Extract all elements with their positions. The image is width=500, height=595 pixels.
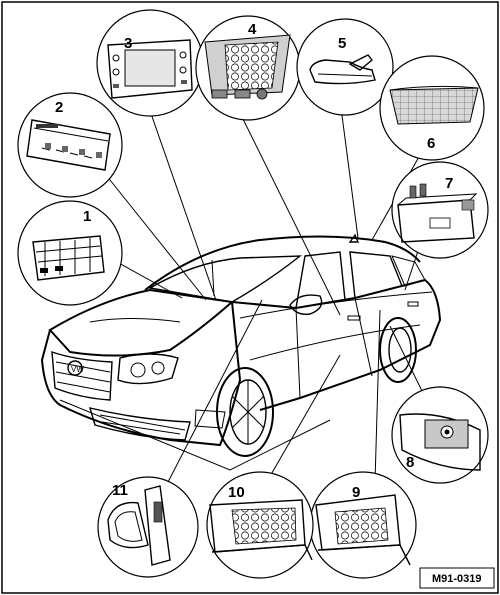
detail-circle-3 <box>96 9 204 117</box>
callout-1: 1 <box>83 208 91 225</box>
figure-reference: M91-0319 <box>432 573 482 585</box>
detail-circle-8 <box>391 386 489 484</box>
callout-7: 7 <box>445 175 453 192</box>
callout-5: 5 <box>338 35 346 52</box>
callout-8: 8 <box>406 454 414 471</box>
detail-circle-11 <box>97 476 199 578</box>
detail-circle-2 <box>17 92 123 198</box>
detail-circle-4 <box>195 15 301 121</box>
detail-circle-6 <box>379 55 485 161</box>
callout-2: 2 <box>55 99 63 116</box>
callout-9: 9 <box>352 484 360 501</box>
detail-circle-5 <box>296 18 394 116</box>
callout-10: 10 <box>228 484 245 501</box>
callout-6: 6 <box>427 135 435 152</box>
car-illustration: VW <box>40 233 442 471</box>
svg-text:VW: VW <box>71 365 84 374</box>
callout-11: 11 <box>112 482 128 499</box>
detail-circle-1 <box>17 200 123 306</box>
callout-4: 4 <box>248 21 257 38</box>
callout-3: 3 <box>124 35 132 52</box>
detail-circle-10 <box>206 471 314 579</box>
detail-circle-9 <box>309 471 417 579</box>
leader-lines <box>97 99 426 486</box>
reference-box <box>419 567 495 589</box>
detail-circle-7 <box>391 161 489 259</box>
